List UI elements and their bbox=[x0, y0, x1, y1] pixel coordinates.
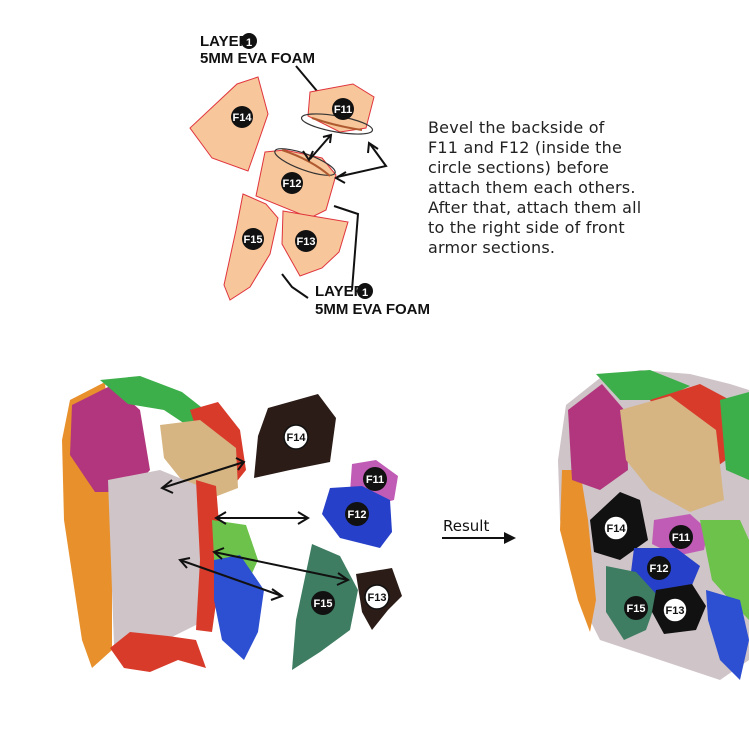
template-badges: F14 F11 F12 F15 F13 bbox=[231, 98, 354, 252]
badge-text-template-f14: F14 bbox=[233, 112, 253, 124]
template-section: LAYER 1 5MM EVA FOAM bbox=[189, 33, 430, 318]
badge-text-exploded-f13: F13 bbox=[368, 592, 387, 604]
arrowhead-f12-right bbox=[297, 511, 310, 525]
instruction-line-2: F11 and F12 (inside the bbox=[428, 138, 623, 157]
armor-bottom-fringe bbox=[110, 632, 206, 672]
armor-inner-magenta bbox=[70, 385, 150, 492]
arrowhead-f15-left bbox=[178, 557, 191, 569]
armor-body-left bbox=[62, 376, 264, 672]
bevel-circle-f12 bbox=[274, 148, 336, 176]
badge-text-result-f15: F15 bbox=[627, 603, 646, 615]
arrowhead-f12 bbox=[302, 150, 314, 163]
result-inner-magenta bbox=[568, 384, 628, 490]
template-piece-f14 bbox=[189, 76, 269, 172]
armor-shoulder-green bbox=[100, 376, 210, 430]
badge-text-exploded-f14: F14 bbox=[287, 432, 307, 444]
arrowhead-f14-left bbox=[160, 479, 174, 494]
exploded-view: F14 F11 F12 F15 F13 bbox=[62, 376, 402, 672]
badge-result-f11 bbox=[669, 525, 693, 549]
badge-text-template-f15: F15 bbox=[244, 234, 263, 246]
instruction-line-5: After that, attach them all bbox=[428, 198, 642, 217]
exploded-badges: F14 F11 F12 F15 F13 bbox=[283, 424, 390, 615]
badge-text-result-f11: F11 bbox=[672, 532, 690, 544]
arrowhead-f12-left bbox=[214, 511, 227, 525]
badge-template-f14 bbox=[231, 106, 253, 128]
leader-line-f15 bbox=[281, 273, 309, 299]
layer-label-bottom: LAYER 1 5MM EVA FOAM bbox=[315, 283, 430, 318]
badge-exploded-f11 bbox=[363, 467, 387, 491]
result-badges: F14 F11 F12 F15 F13 bbox=[603, 515, 693, 623]
badge-text-result-f12: F12 bbox=[650, 563, 669, 575]
result-right-green bbox=[720, 392, 749, 480]
result-view: F14 F11 F12 F15 F13 bbox=[558, 370, 749, 680]
result-side-orange bbox=[560, 470, 596, 632]
badge-text-exploded-f12: F12 bbox=[348, 509, 367, 521]
arrowhead-f14-right bbox=[235, 457, 246, 471]
badge-result-f15 bbox=[624, 596, 648, 620]
badge-result-f12 bbox=[647, 556, 671, 580]
badge-text-template-f12: F12 bbox=[283, 178, 302, 190]
instruction-text: Bevel the backside of F11 and F12 (insid… bbox=[428, 118, 738, 258]
layer-number-top: 1 bbox=[246, 37, 252, 49]
bevel-edge-f11 bbox=[311, 117, 363, 131]
instruction-line-6: to the right side of front bbox=[428, 218, 625, 237]
badge-text-exploded-f15: F15 bbox=[314, 598, 333, 610]
badge-text-result-f13: F13 bbox=[666, 605, 685, 617]
badge-template-f12 bbox=[281, 172, 303, 194]
badge-exploded-f13 bbox=[364, 584, 390, 610]
instruction-line-7: armor sections. bbox=[428, 238, 556, 257]
result-plate-tan bbox=[620, 396, 724, 512]
arrowhead-f15-right bbox=[270, 588, 285, 601]
badge-result-f14 bbox=[603, 515, 629, 541]
arrow-f15 bbox=[179, 559, 283, 597]
layer-label-top-line2: 5MM EVA FOAM bbox=[200, 50, 315, 67]
result-indicator: Result bbox=[442, 517, 516, 544]
result-shoulder-green bbox=[596, 370, 690, 400]
arrow-f13 bbox=[213, 551, 349, 581]
bevel-edge-f12 bbox=[281, 149, 331, 177]
badge-exploded-f15 bbox=[311, 591, 335, 615]
arrowhead-side-f12 bbox=[334, 171, 347, 184]
layer-number-badge-top bbox=[241, 33, 257, 49]
arrowhead-side-f11 bbox=[367, 141, 379, 154]
layer-label-top: LAYER 1 5MM EVA FOAM bbox=[200, 33, 315, 67]
badge-result-f13 bbox=[662, 597, 688, 623]
arrowhead-f13-left bbox=[212, 547, 225, 560]
armor-lower-blue bbox=[214, 555, 264, 660]
arrowhead-f13-right bbox=[336, 572, 351, 586]
armor-plate-tan bbox=[160, 420, 238, 498]
badge-text-exploded-f11: F11 bbox=[366, 474, 384, 486]
arrow-f14 bbox=[161, 461, 245, 489]
leader-lines-bottom bbox=[281, 205, 360, 299]
result-arrowhead bbox=[504, 532, 516, 544]
instruction-line-1: Bevel the backside of bbox=[428, 118, 605, 137]
layer-number-badge-bottom bbox=[357, 283, 373, 299]
arrows-f11-f12 bbox=[302, 133, 388, 184]
badge-template-f13 bbox=[295, 230, 317, 252]
leader-line-f12 bbox=[333, 205, 360, 291]
badge-template-f15 bbox=[242, 228, 264, 250]
instruction-line-3: circle sections) before bbox=[428, 158, 610, 177]
badge-exploded-f14 bbox=[283, 424, 309, 450]
arrow-f12-to-f11 bbox=[309, 135, 331, 160]
result-label: Result bbox=[443, 517, 489, 535]
arrow-f11-f12-side bbox=[336, 143, 388, 178]
badge-exploded-f12 bbox=[345, 502, 369, 526]
badge-text-result-f14: F14 bbox=[607, 523, 627, 535]
badge-template-f11 bbox=[332, 98, 354, 120]
exploded-arrows bbox=[160, 457, 351, 601]
badge-text-template-f11: F11 bbox=[334, 104, 352, 116]
layer-label-top-line1: LAYER bbox=[200, 33, 250, 50]
badge-text-template-f13: F13 bbox=[297, 236, 316, 248]
armor-front-light bbox=[108, 470, 212, 645]
layer-label-bottom-line2: 5MM EVA FOAM bbox=[315, 301, 430, 318]
arrowhead-f11 bbox=[322, 133, 333, 144]
result-belly-green bbox=[700, 520, 749, 620]
layer-label-bottom-line1: LAYER bbox=[315, 283, 365, 300]
result-lower-blue bbox=[706, 590, 749, 680]
layer-number-bottom: 1 bbox=[362, 287, 368, 299]
instruction-line-4: attach them each others. bbox=[428, 178, 636, 197]
